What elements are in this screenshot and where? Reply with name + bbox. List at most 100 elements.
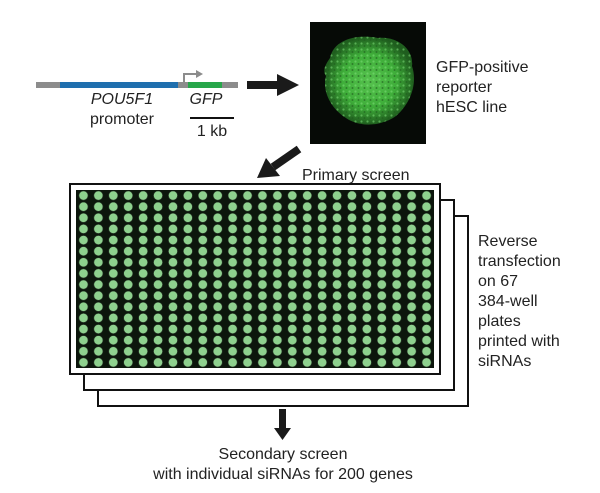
well [108,201,119,212]
well [362,190,372,201]
well [197,246,208,257]
well [257,190,268,201]
well [421,201,432,212]
well [317,279,327,290]
well [362,235,372,245]
well [347,324,357,334]
well [332,335,342,346]
well [183,201,193,212]
well [332,246,342,257]
well [168,346,178,357]
well [317,290,327,301]
well [421,212,432,223]
well [242,357,253,368]
gfp-segment [188,82,222,88]
well [302,324,313,334]
well [138,324,148,334]
well [93,324,104,334]
well [227,301,238,312]
well [376,257,387,268]
well [362,246,372,257]
well [242,324,253,334]
well [332,201,342,212]
well [362,224,372,234]
well [197,190,208,201]
well [391,279,402,290]
well [272,313,283,323]
well [138,357,148,368]
well [317,201,327,212]
well [78,301,89,312]
well [347,212,357,223]
well [376,279,387,290]
well [332,290,342,301]
well [197,357,208,368]
well [153,313,163,323]
well [376,313,387,323]
well [302,212,313,223]
well [287,279,298,290]
well [332,279,342,290]
well [138,346,148,357]
well [257,290,268,301]
well [93,301,104,312]
well [138,235,148,245]
well [287,346,298,357]
well [287,201,298,212]
well [332,268,342,279]
well [242,313,253,323]
transfection-label-line-3: on 67 [478,273,518,290]
transfection-label-line-7: siRNAs [478,353,531,370]
well [153,335,163,346]
well [362,346,372,357]
well [287,301,298,312]
well [317,301,327,312]
well [421,246,432,257]
well [242,224,253,234]
well [197,257,208,268]
well [123,301,134,312]
well [183,324,193,334]
well [168,335,178,346]
gfp-label: GFP [190,91,223,108]
well [197,290,208,301]
well [302,335,313,346]
well [272,301,283,312]
well [302,279,313,290]
well [242,346,253,357]
well [332,235,342,245]
well [123,313,134,323]
well [376,324,387,334]
well [302,290,313,301]
well [272,201,283,212]
well [212,346,223,357]
well [123,190,134,201]
well [108,268,119,279]
well [257,357,268,368]
well [302,301,313,312]
well [362,268,372,279]
well [272,212,283,223]
cell-line-label-line-3: hESC line [436,99,507,116]
well [391,290,402,301]
well [376,290,387,301]
well [138,224,148,234]
well [93,190,104,201]
well [376,268,387,279]
well [183,268,193,279]
well [332,313,342,323]
well [93,335,104,346]
well [153,290,163,301]
cell-line-label-line-2: reporter [436,79,493,96]
well [183,313,193,323]
well [406,190,417,201]
well [168,313,178,323]
well [347,346,357,357]
well [362,357,372,368]
well [123,201,134,212]
well [302,246,313,257]
scale-label: 1 kb [197,123,227,140]
well [391,235,402,245]
well [212,257,223,268]
well [93,357,104,368]
